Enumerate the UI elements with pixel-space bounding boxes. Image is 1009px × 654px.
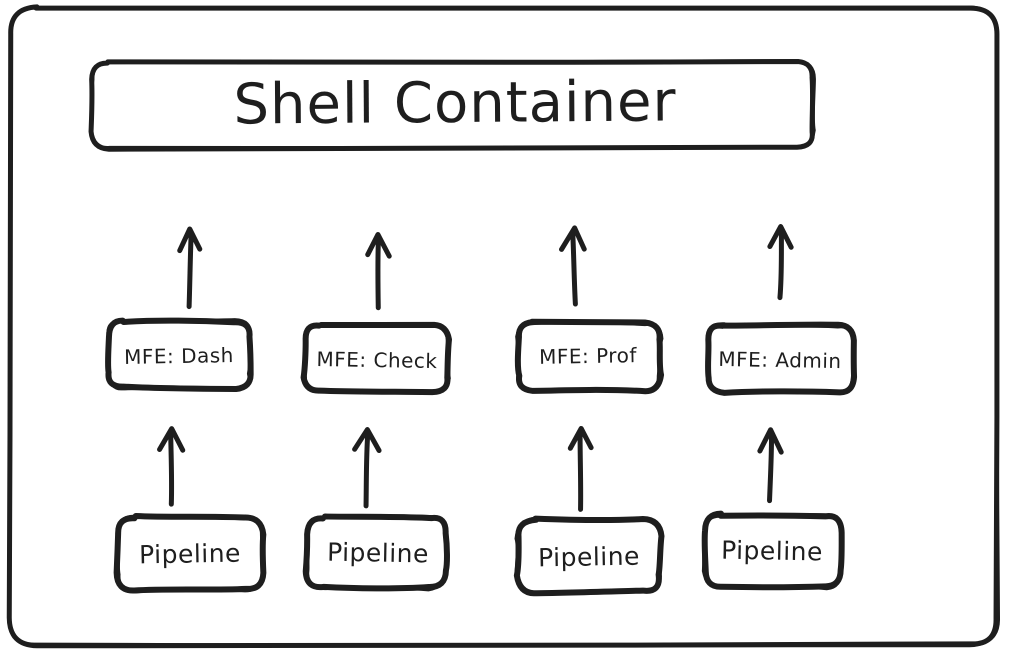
mfe-node-box-2-overdraw <box>303 323 451 394</box>
pipeline-node-label-3: Pipeline <box>537 541 641 573</box>
shell-container-label: Shell Container <box>233 69 677 138</box>
outer-border-overdraw <box>7 5 1001 648</box>
mfe-node-box-1-overdraw <box>106 318 252 391</box>
arrow-pipeline-to-mfe-3-up-arrow-icon <box>567 425 594 512</box>
mfe-node-box-3-overdraw <box>515 320 664 393</box>
arrow-mfe-to-shell-1-up-arrow-icon <box>177 226 203 310</box>
arrow-mfe-to-shell-2-up-arrow-icon <box>365 232 392 311</box>
mfe-node-label-prof: MFE: Prof <box>538 343 638 369</box>
mfe-node-label-admin: MFE: Admin <box>718 346 842 374</box>
mfe-node-box-4-overdraw <box>705 322 856 395</box>
arrow-mfe-to-shell-4-up-arrow-icon <box>767 224 794 301</box>
shell-container-box-overdraw <box>89 59 816 149</box>
mfe-node-label-dash: MFE: Dash <box>123 343 235 369</box>
pipeline-node-box-2-overdraw <box>305 514 449 592</box>
pipeline-node-label-1: Pipeline <box>138 538 242 570</box>
pipeline-node-label-4: Pipeline <box>720 535 824 567</box>
arrow-mfe-to-shell-3-up-arrow-icon <box>559 225 587 307</box>
pipeline-node-label-2: Pipeline <box>326 537 430 569</box>
pipeline-node-box-1-overdraw <box>115 514 265 594</box>
pipeline-node-box-3-overdraw <box>514 516 663 594</box>
arrow-pipeline-to-mfe-4-up-arrow-icon <box>757 427 784 504</box>
arrow-pipeline-to-mfe-1-up-arrow-icon <box>157 426 186 507</box>
mfe-node-label-check: MFE: Check <box>316 346 438 374</box>
pipeline-node-box-4-overdraw <box>701 512 844 591</box>
arrow-pipeline-to-mfe-2-up-arrow-icon <box>352 427 382 509</box>
